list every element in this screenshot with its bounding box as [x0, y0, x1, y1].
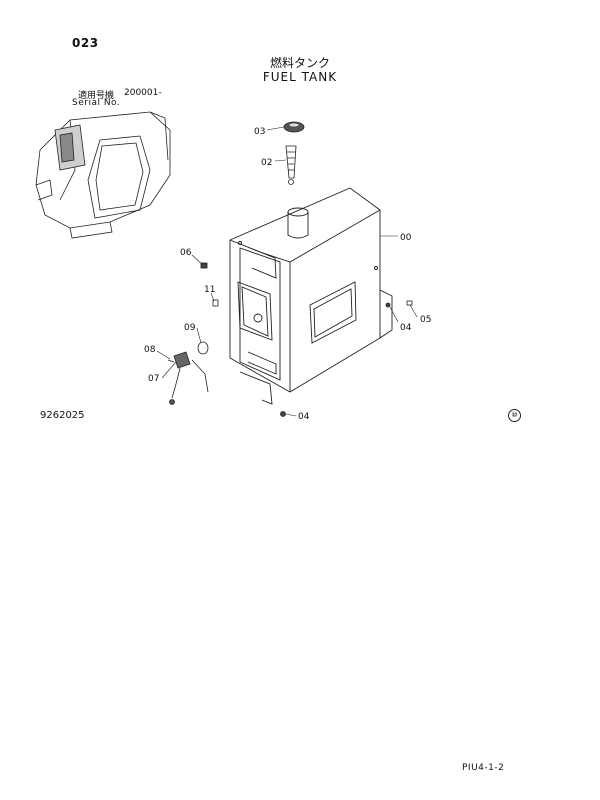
revision-mark: ⑩: [508, 409, 521, 422]
callout-02: 02: [261, 158, 272, 168]
callout-03: 03: [254, 127, 265, 137]
leader-lines: [156, 126, 418, 417]
sensor-wire: [171, 367, 181, 399]
machine-locator-sketch: [35, 111, 171, 239]
sensor-part-07: [173, 351, 191, 369]
sensor-connector: [169, 399, 175, 405]
callout-05: 05: [420, 315, 431, 325]
page-number: 023: [72, 36, 99, 50]
title-english: FUEL TANK: [262, 70, 338, 84]
callout-04-right: 04: [400, 323, 412, 333]
gasket-part-09: [197, 341, 209, 355]
part-08-line: [167, 359, 175, 363]
bolt-part-04-right: [385, 302, 391, 308]
callout-00: 00: [400, 233, 412, 243]
callout-11: 11: [204, 285, 215, 295]
callout-04-bottom: 04: [298, 412, 310, 422]
serial-value: 200001-: [124, 88, 162, 98]
page-code: PIU4-1-2: [462, 763, 505, 773]
title-japanese: 燃料タンク: [269, 56, 330, 70]
cap-part-03: [283, 121, 305, 133]
revision-mark-text: ⑩: [511, 411, 518, 419]
callout-09: 09: [184, 323, 196, 333]
sensor-lead: [191, 359, 209, 393]
figure-code: 9262025: [40, 410, 85, 421]
callout-08: 08: [144, 345, 156, 355]
small-parts: [167, 262, 413, 417]
bolt-part-11: [212, 299, 219, 307]
serial-label-english: Serial No.: [72, 98, 121, 108]
strainer-part-02: [285, 145, 297, 185]
bolt-part-04-bottom: [280, 411, 286, 417]
filler-neck: [287, 207, 309, 239]
bolt-part-05: [406, 300, 413, 306]
serial-label-japanese: 適用号機: [78, 91, 115, 101]
bolt-part-06: [200, 262, 208, 269]
fuel-tank-body: [229, 187, 393, 405]
callout-07: 07: [148, 374, 159, 384]
callout-06: 06: [180, 248, 192, 258]
